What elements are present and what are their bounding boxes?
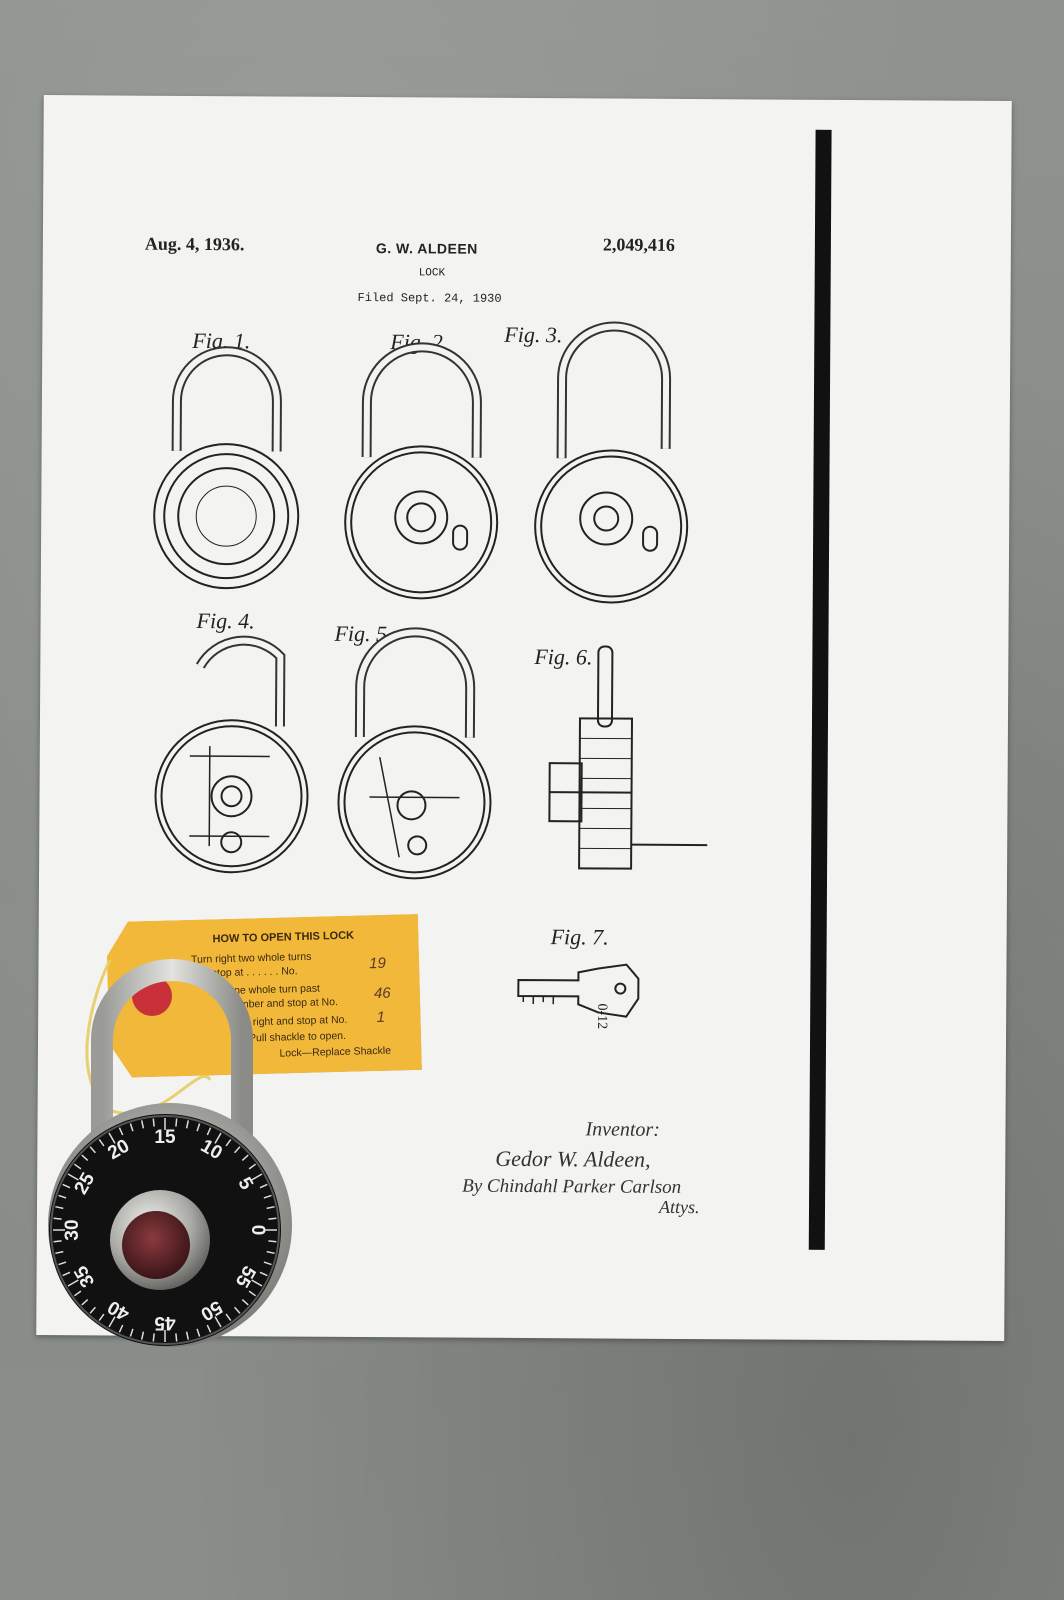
dial-tick bbox=[58, 1194, 67, 1199]
dial-tick bbox=[263, 1261, 272, 1266]
dial-tick bbox=[140, 1120, 145, 1129]
dial-tick bbox=[55, 1250, 64, 1255]
fig-2-drawing bbox=[344, 342, 499, 600]
dial-number: 15 bbox=[154, 1127, 176, 1148]
dial-tick bbox=[140, 1331, 145, 1340]
dial-tick bbox=[98, 1313, 105, 1322]
dial-tick bbox=[241, 1299, 249, 1306]
dial-tick bbox=[234, 1306, 241, 1314]
dial-tick bbox=[81, 1299, 89, 1306]
dial-tick bbox=[251, 1279, 263, 1287]
dial-tick bbox=[53, 1217, 62, 1220]
dial-tick bbox=[98, 1138, 105, 1147]
dial-tick bbox=[225, 1138, 232, 1147]
padlock-shackle bbox=[91, 959, 253, 1150]
dial-tick bbox=[175, 1333, 178, 1342]
dial-tick bbox=[268, 1217, 277, 1220]
dial-tick bbox=[266, 1250, 275, 1255]
dial-tick bbox=[73, 1290, 82, 1297]
dial-tick bbox=[58, 1261, 67, 1266]
dial-tick bbox=[152, 1118, 155, 1127]
dial-tick bbox=[251, 1173, 263, 1181]
dial-tick bbox=[108, 1132, 116, 1144]
dial-tick bbox=[214, 1132, 222, 1144]
dial-tick bbox=[185, 1331, 190, 1340]
dial-tick bbox=[206, 1127, 212, 1136]
dial-tick bbox=[175, 1118, 178, 1127]
dial-tick bbox=[268, 1240, 277, 1243]
dial-tick bbox=[196, 1328, 201, 1337]
dial-tick bbox=[118, 1324, 124, 1333]
dial-tick bbox=[263, 1194, 272, 1199]
dial-tick bbox=[234, 1146, 241, 1154]
key-code-text: 0-12 bbox=[594, 1003, 609, 1029]
dial-tick bbox=[67, 1173, 79, 1181]
dial-tick bbox=[89, 1146, 96, 1154]
dial-tick bbox=[185, 1120, 190, 1129]
dial-tick bbox=[62, 1183, 71, 1189]
dial-tick bbox=[81, 1154, 89, 1161]
dial-tick bbox=[241, 1154, 249, 1161]
fig-1-drawing bbox=[153, 346, 300, 590]
dial-tick bbox=[55, 1205, 64, 1210]
dial-tick bbox=[225, 1313, 232, 1322]
patent-sheet: Aug. 4, 1936. G. W. ALDEEN 2,049,416 LOC… bbox=[36, 95, 1012, 1341]
fig-6-drawing bbox=[548, 645, 708, 870]
dial-tick bbox=[206, 1324, 212, 1333]
dial-number: 0 bbox=[247, 1225, 268, 1236]
dial-number: 30 bbox=[62, 1219, 83, 1240]
dial-tick bbox=[89, 1306, 96, 1314]
dial-tick bbox=[248, 1163, 257, 1170]
dial-tick bbox=[259, 1183, 268, 1189]
dial-tick bbox=[129, 1123, 134, 1132]
dial-tick bbox=[67, 1279, 79, 1287]
fig-3-drawing bbox=[534, 321, 689, 604]
fig-7-key-drawing bbox=[517, 963, 640, 1018]
dial-tick bbox=[259, 1271, 268, 1277]
patent-drawings: 0-12 bbox=[153, 321, 708, 1029]
dial-number: 45 bbox=[154, 1312, 176, 1333]
dial-tick bbox=[53, 1240, 62, 1243]
dial-tick bbox=[73, 1163, 82, 1170]
dial-tick bbox=[152, 1333, 155, 1342]
dial-knob-cap bbox=[122, 1211, 190, 1279]
dial-tick bbox=[196, 1123, 201, 1132]
dial-tick bbox=[118, 1127, 124, 1136]
dial-tick bbox=[108, 1316, 116, 1328]
fig-4-drawing bbox=[154, 635, 309, 874]
dial-tick bbox=[266, 1205, 275, 1210]
dial-tick bbox=[129, 1328, 134, 1337]
fig-5-drawing bbox=[337, 627, 492, 880]
dial-tick bbox=[62, 1271, 71, 1277]
dial-tick bbox=[248, 1290, 257, 1297]
dial-tick bbox=[214, 1316, 222, 1328]
